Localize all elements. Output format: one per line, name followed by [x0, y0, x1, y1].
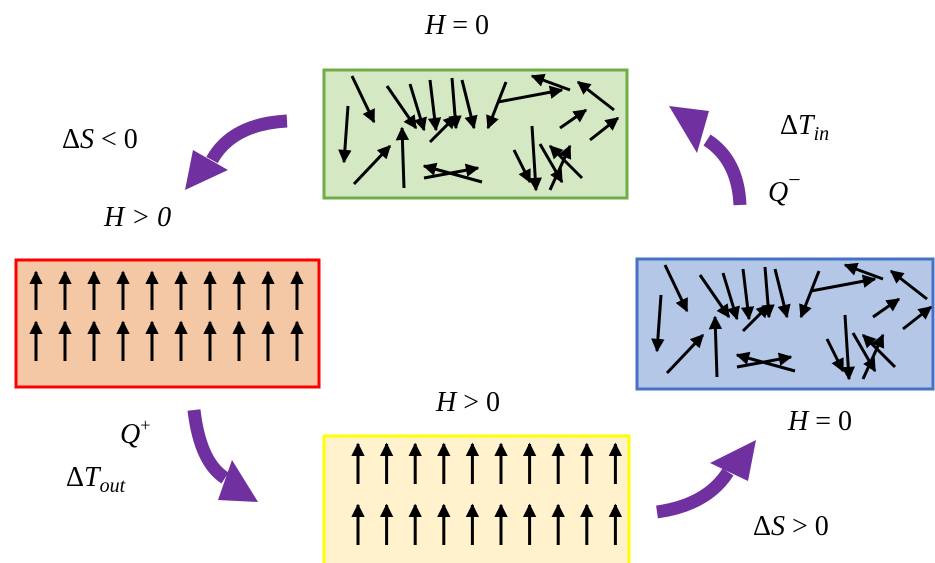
- aligned-spins-bottom: [351, 442, 623, 545]
- spin-arrow-random: [530, 73, 571, 92]
- aligned-state-box-bottom: [322, 434, 631, 563]
- spin-arrow-random: [548, 144, 584, 180]
- spin-arrow-random: [861, 333, 885, 380]
- spin-arrow-random: [350, 75, 376, 124]
- cycle-arrow-right-to-top: [669, 106, 747, 206]
- label-field-top: H = 0: [425, 10, 490, 41]
- spin-arrow-random: [497, 85, 564, 104]
- spin-arrow-random: [740, 268, 755, 321]
- spin-arrow-random: [576, 80, 615, 112]
- spin-arrow-random: [589, 116, 620, 142]
- label-field-right: H = 0: [788, 406, 853, 437]
- spin-arrow-random: [665, 333, 705, 375]
- spin-arrow-random: [538, 143, 564, 184]
- spin-arrow-random: [559, 108, 588, 130]
- label-field-left: H > 0: [104, 202, 172, 233]
- spin-arrow-random: [851, 332, 877, 373]
- spin-arrow-random: [651, 294, 665, 353]
- random-spins-right: [651, 262, 933, 381]
- cycle-arrow-left-to-bottom: [187, 409, 258, 502]
- spin-arrow-random: [735, 351, 796, 373]
- label-entropy-decrease: ΔS < 0: [62, 124, 138, 155]
- cycle-arrow-top-to-left: [185, 114, 288, 190]
- spin-arrow-random: [422, 162, 483, 184]
- label-temp-in: ΔTin: [780, 110, 830, 145]
- spin-arrow-random: [427, 79, 442, 132]
- label-heat-in: Q−: [768, 167, 801, 208]
- spin-arrow-random: [810, 274, 877, 293]
- spin-arrow-random: [698, 274, 731, 319]
- spin-arrow-random: [799, 270, 821, 319]
- spin-arrow-random: [902, 305, 933, 331]
- spin-arrow-random: [548, 144, 572, 191]
- spin-arrow-random: [352, 144, 392, 186]
- spin-arrow-random: [773, 268, 791, 319]
- spin-arrow-random: [889, 269, 928, 301]
- cycle-arrow-bottom-to-right: [656, 440, 756, 519]
- spin-arrow-random: [385, 85, 418, 130]
- spin-arrow-random: [338, 105, 352, 164]
- random-spins-top: [338, 73, 620, 192]
- spin-arrow-random: [663, 264, 689, 313]
- spin-arrow-random: [408, 83, 427, 132]
- label-heat-out: Q+: [120, 415, 151, 450]
- spin-arrow-random: [486, 81, 508, 130]
- spin-arrow-random: [512, 149, 532, 184]
- spin-arrow-random: [825, 338, 845, 373]
- spin-arrow-random: [395, 126, 410, 189]
- spin-arrow-random: [841, 314, 855, 381]
- spin-arrow-random: [843, 262, 884, 281]
- spin-arrow-random: [708, 315, 723, 378]
- aligned-spins-left: [29, 270, 304, 361]
- spin-arrow-random: [428, 114, 458, 144]
- spin-arrow-random: [861, 333, 897, 369]
- aligned-state-box-left: [14, 258, 321, 389]
- spin-arrow-random: [721, 272, 740, 321]
- spin-arrow-random: [460, 79, 478, 130]
- label-field-bottom: H > 0: [436, 387, 501, 418]
- spin-arrow-random: [741, 303, 771, 333]
- label-entropy-increase: ΔS > 0: [753, 511, 829, 542]
- spin-arrow-random: [528, 125, 542, 192]
- label-temp-out: ΔTout: [66, 462, 126, 497]
- spin-arrow-random: [872, 297, 901, 319]
